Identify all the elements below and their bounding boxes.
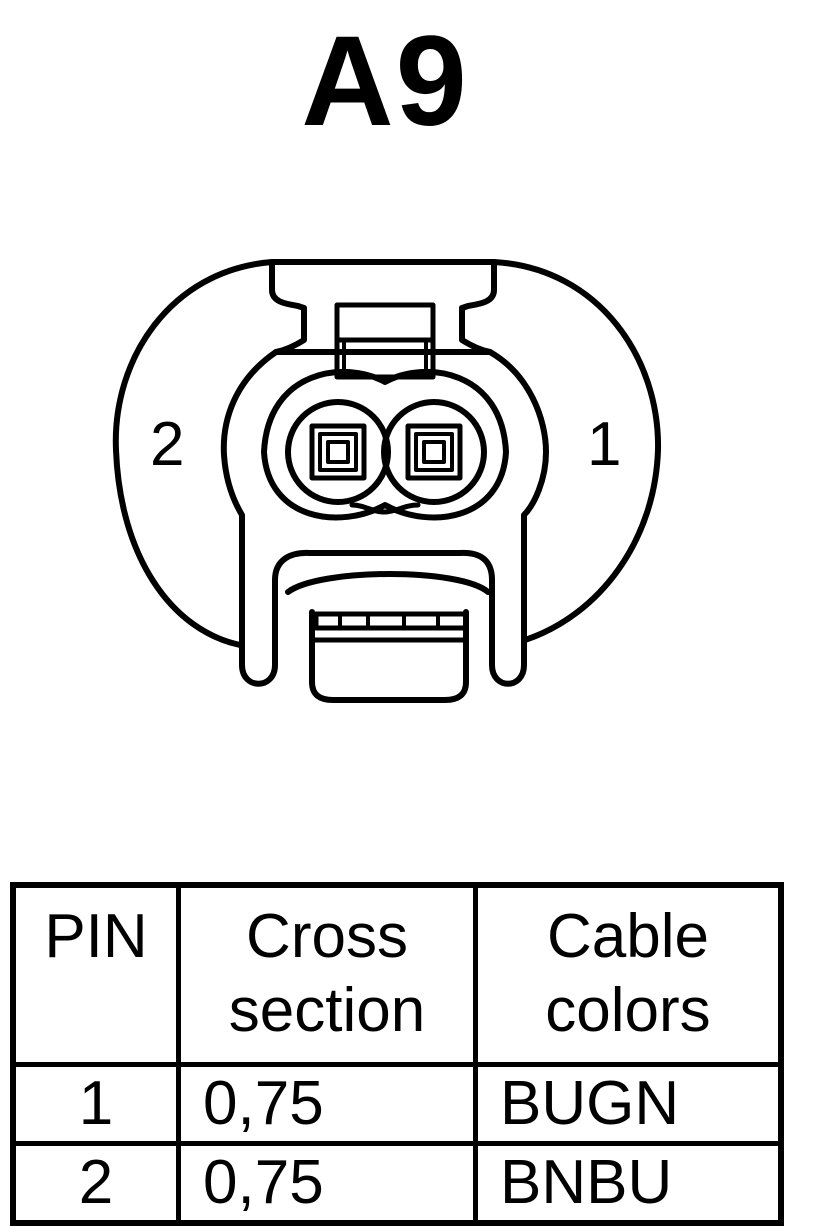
terminal-pin-2 bbox=[285, 399, 391, 505]
header-pin: PIN bbox=[10, 882, 181, 1067]
cell-cross-section: 0,75 bbox=[176, 1141, 478, 1226]
table-row: 1 0,75 BUGN bbox=[10, 1062, 784, 1146]
header-cable-colors: Cable colors bbox=[473, 882, 784, 1067]
inner-shroud bbox=[220, 349, 549, 687]
connector-face-diagram: 2 1 bbox=[112, 259, 662, 703]
cell-pin: 2 bbox=[10, 1141, 181, 1226]
terminal-pin-1 bbox=[381, 399, 487, 505]
pin-cavity bbox=[261, 368, 509, 521]
table-header-row: PIN Cross section Cable colors bbox=[10, 882, 784, 1067]
cell-pin: 1 bbox=[10, 1062, 181, 1146]
lower-key bbox=[285, 571, 491, 595]
table-row: 2 0,75 BNBU bbox=[10, 1141, 784, 1226]
pin-label-2: 2 bbox=[150, 410, 184, 479]
pin-label-1: 1 bbox=[587, 410, 621, 479]
cell-cross-section: 0,75 bbox=[176, 1062, 478, 1146]
connector-housing-outline bbox=[112, 259, 662, 648]
cell-cable-color: BNBU bbox=[473, 1141, 784, 1226]
header-cross-section: Cross section bbox=[176, 882, 478, 1067]
cell-cable-color: BUGN bbox=[473, 1062, 784, 1146]
pin-assignment-table: PIN Cross section Cable colors 1 0,75 BU… bbox=[10, 882, 784, 1226]
connector-title: A9 bbox=[301, 10, 469, 153]
latch-tab bbox=[269, 259, 497, 355]
